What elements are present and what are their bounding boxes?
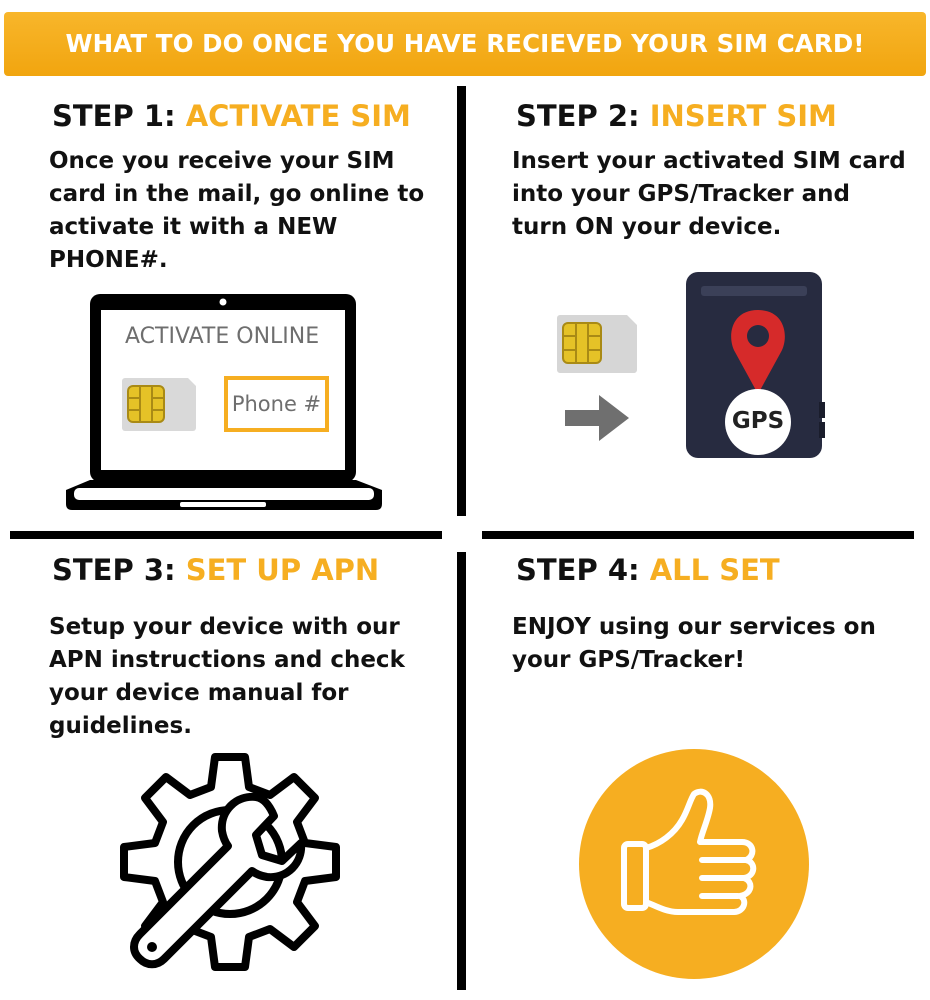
- step-1-description: Once you receive your SIM card in the ma…: [49, 148, 425, 273]
- step-4-label: STEP 4:: [516, 553, 640, 587]
- phone-number-field: Phone #: [224, 376, 329, 432]
- step-3-heading: STEP 3: SET UP APN: [52, 553, 379, 587]
- horizontal-divider-left: [10, 531, 442, 539]
- gps-device-label: GPS: [731, 408, 785, 434]
- step-4-title: ALL SET: [649, 553, 780, 587]
- header-banner: WHAT TO DO ONCE YOU HAVE RECIEVED YOUR S…: [4, 12, 926, 76]
- step-3-title: SET UP APN: [185, 553, 380, 587]
- sim-card-icon: [557, 315, 637, 373]
- step-1-title: ACTIVATE SIM: [185, 99, 411, 133]
- step-2-title: INSERT SIM: [649, 99, 837, 133]
- step-4-heading: STEP 4: ALL SET: [516, 553, 780, 587]
- horizontal-divider-right: [482, 531, 914, 539]
- vertical-divider-top: [457, 86, 466, 516]
- step-3-label: STEP 3:: [52, 553, 176, 587]
- step-2-description: Insert your activated SIM card into your…: [512, 148, 906, 240]
- vertical-divider-bottom: [457, 552, 466, 990]
- step-1-label: STEP 1:: [52, 99, 176, 133]
- step-2-heading: STEP 2: INSERT SIM: [516, 99, 837, 133]
- laptop-screen-title: ACTIVATE ONLINE: [125, 324, 320, 349]
- step-2-label: STEP 2:: [516, 99, 640, 133]
- gear-wrench-icon: [120, 753, 340, 971]
- step-1-heading: STEP 1: ACTIVATE SIM: [52, 99, 411, 133]
- thumbs-up-icon: [579, 749, 809, 979]
- step-3-description: Setup your device with our APN instructi…: [49, 614, 405, 739]
- laptop-icon: [66, 294, 382, 510]
- arrow-right-icon: [565, 395, 629, 441]
- step-4-description: ENJOY using our services on your GPS/Tra…: [512, 614, 876, 673]
- gps-tracker-icon: [686, 272, 825, 458]
